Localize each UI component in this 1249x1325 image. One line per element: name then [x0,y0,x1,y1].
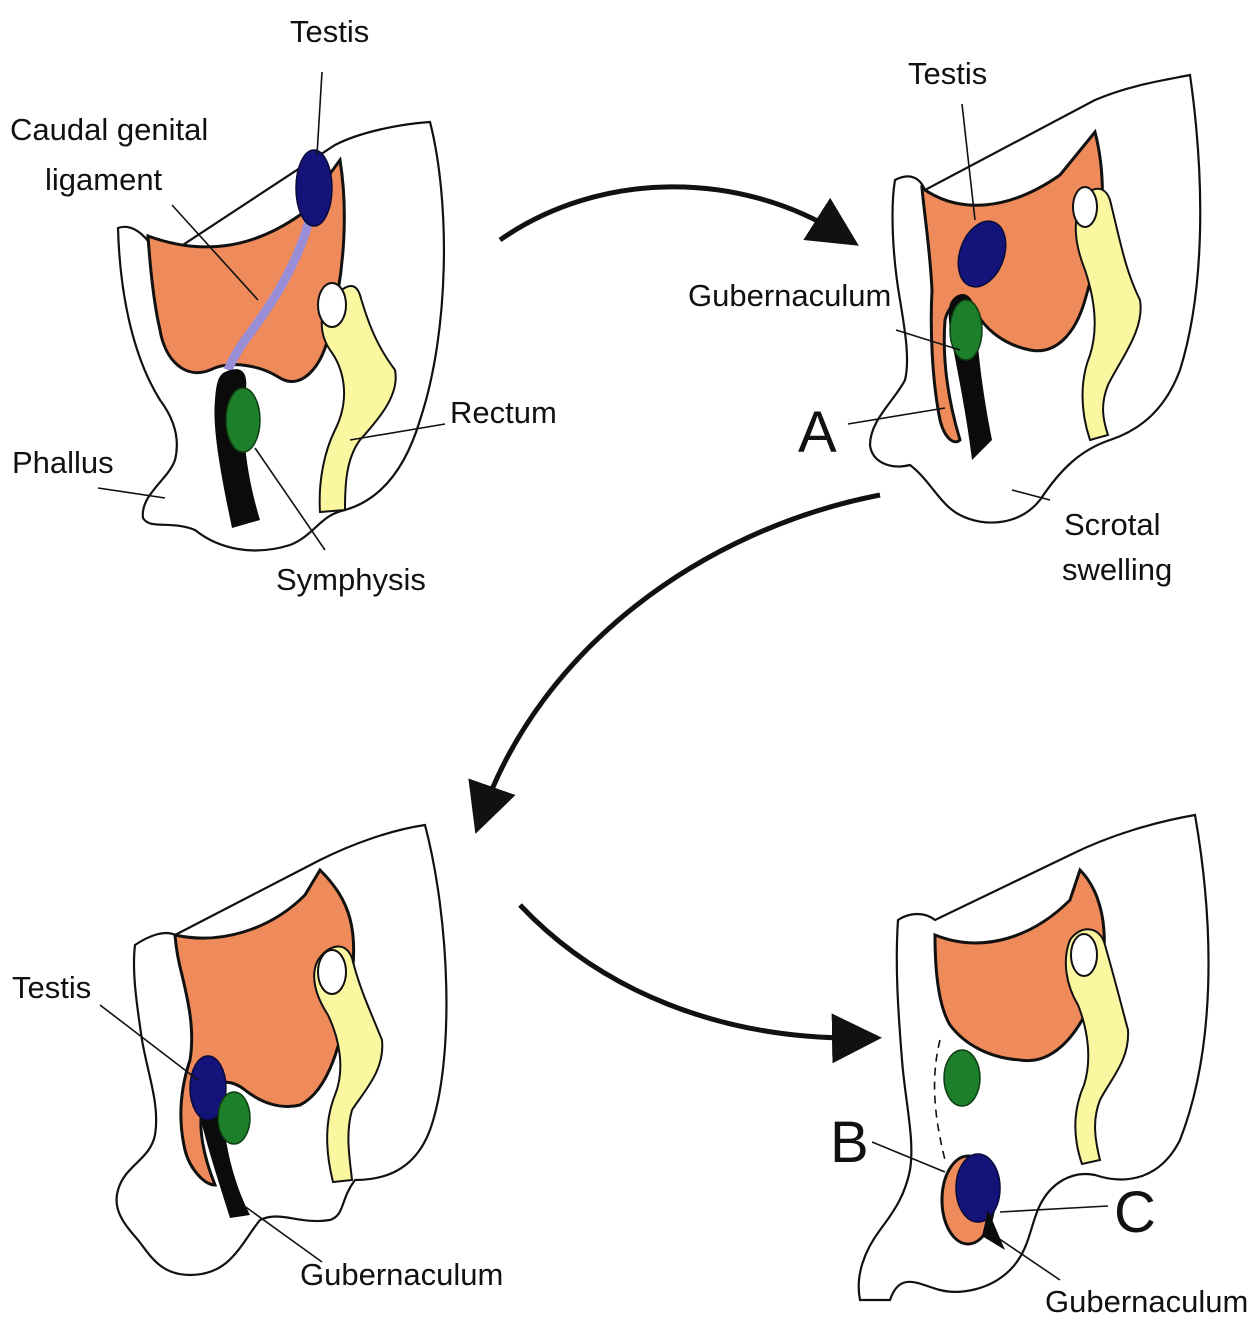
panel-4-final-stage: B C Gubernaculum [830,815,1248,1319]
label-phallus: Phallus [12,445,114,480]
symphysis-organ [218,1092,250,1144]
label-b: B [830,1110,869,1175]
label-testis: Testis [290,14,369,49]
arrow-stage2-to-stage3 [482,495,880,815]
panel-1-early-stage: Testis Caudal genital ligament Rectum Ph… [10,14,557,597]
rectum-lumen [318,283,346,327]
panel-2-stage: Testis Gubernaculum A Scrotal swelling [688,56,1200,587]
arrow-stage1-to-stage2 [500,187,842,240]
symphysis-organ [944,1050,980,1106]
label-gubernaculum: Gubernaculum [1045,1284,1248,1319]
label-rectum: Rectum [450,395,557,430]
label-testis: Testis [12,970,91,1005]
label-caudal-genital: Caudal genital [10,112,208,147]
rectum-lumen [318,950,346,994]
label-ligament: ligament [45,162,163,197]
label-scrotal: Scrotal [1064,507,1160,542]
testis-organ [956,1154,1000,1222]
symphysis-organ [226,388,260,452]
rectum-lumen [1071,934,1097,976]
arrow-stage3-to-stage4 [520,905,862,1038]
label-gubernaculum: Gubernaculum [688,278,891,313]
symphysis-organ [950,300,982,360]
panel-3-stage: Testis Gubernaculum [12,825,503,1292]
label-swelling: swelling [1062,552,1172,587]
testis-organ [296,150,332,226]
rectum-lumen [1073,187,1097,227]
label-gubernaculum: Gubernaculum [300,1257,503,1292]
label-a: A [798,400,837,465]
label-c: C [1114,1180,1156,1245]
label-symphysis: Symphysis [276,562,426,597]
label-testis: Testis [908,56,987,91]
